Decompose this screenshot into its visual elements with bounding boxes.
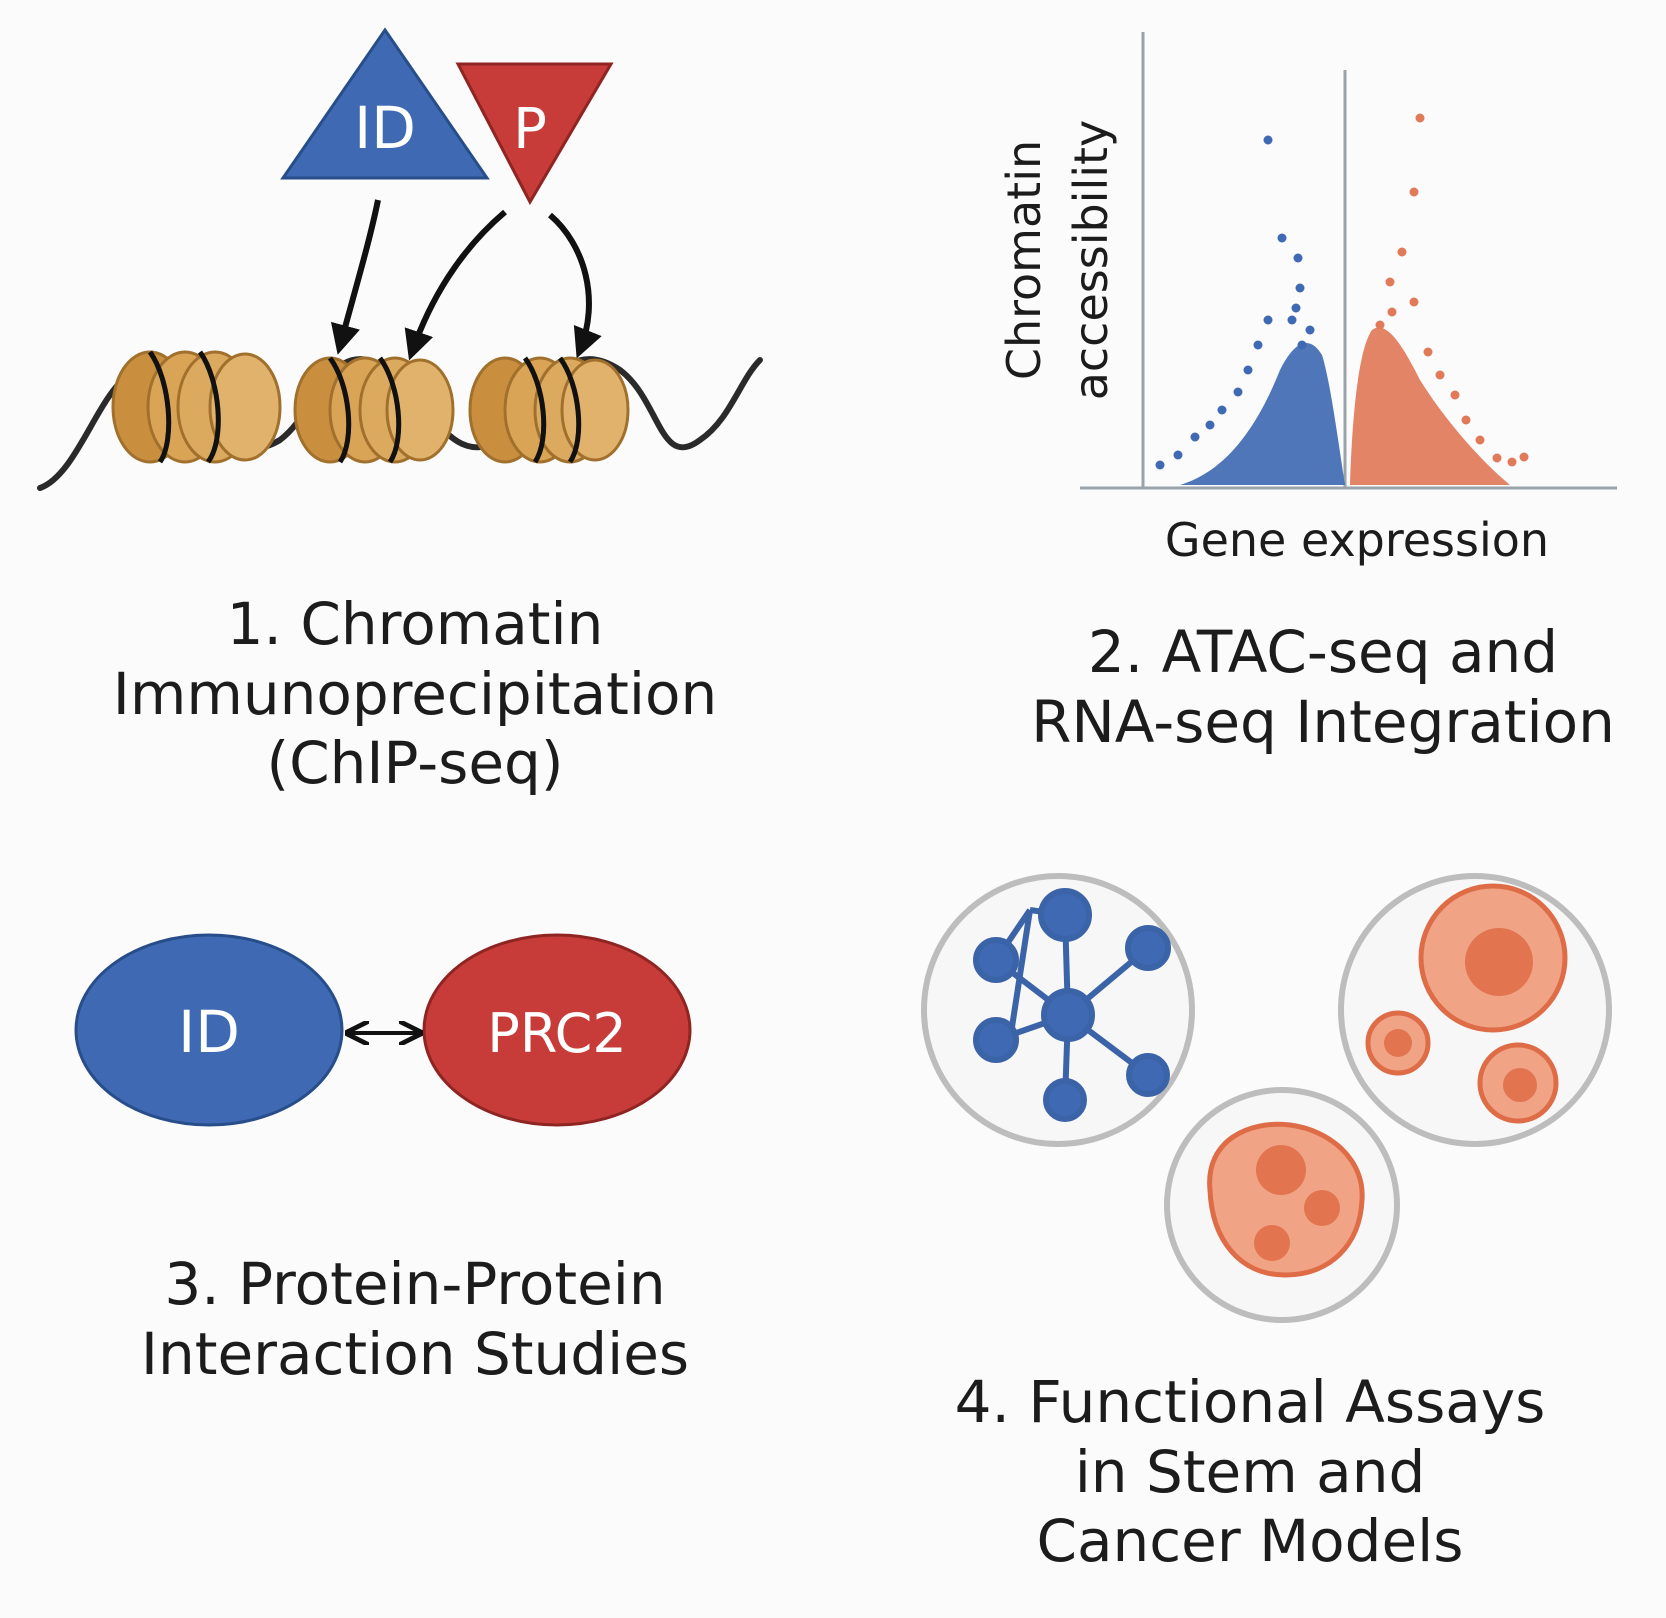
p-triangle-label: P [513,97,547,162]
scatter-point [1507,457,1517,467]
scatter-point [1263,315,1273,325]
scatter-plot: Chromatin accessibility Gene expression [997,32,1617,567]
scatter-point [1297,340,1307,350]
blue-scatter-points [1155,135,1315,470]
nucleosome-1 [111,350,282,464]
scatter-point [1423,347,1433,357]
scatter-point [1305,325,1315,335]
scatter-point [1295,283,1305,293]
id-triangle [280,27,490,180]
scatter-point [1277,233,1287,243]
scatter-point [1492,453,1502,463]
chip-seq-illustration: ID P [37,27,763,491]
scatter-point [1291,303,1301,313]
caption-line: 4. Functional Assays [954,1368,1546,1436]
scatter-point [1409,297,1419,307]
caption-line: Cancer Models [1036,1507,1464,1576]
blue-point-cloud [1180,343,1345,485]
prc2-protein-label: PRC2 [487,1002,626,1065]
scatter-point [1461,415,1471,425]
scatter-point [1409,187,1419,197]
chip-seq-caption: 1. Chromatin Immunoprecipitation (ChIP-s… [20,590,810,799]
arrow-p-to-nucleosome-3 [548,212,602,359]
scatter-point [1287,315,1297,325]
scatter-point [1450,390,1460,400]
caption-line: RNA-seq Integration [1031,687,1615,756]
id-triangle-label: ID [354,94,416,162]
scatter-point [1293,253,1303,263]
functional-assays-caption: 4. Functional Assays in Stem and Cancer … [920,1368,1580,1577]
scatter-point [1263,135,1273,145]
functional-assay-illustration [921,873,1612,1323]
stem-cell-network [973,888,1171,1122]
scatter-point [1173,450,1183,460]
caption-line: 1. Chromatin [226,590,604,658]
arrow-p-to-nucleosome-2 [404,209,507,361]
scatter-point [1415,113,1425,123]
caption-line: (ChIP-seq) [266,729,564,798]
caption-line: Immunoprecipitation [112,659,718,728]
scatter-point [1387,307,1397,317]
ppi-illustration: ID PRC2 [74,933,692,1127]
scatter-point [1385,277,1395,287]
scatter-point [1205,420,1215,430]
scatter-point [1155,460,1165,470]
caption-line: Interaction Studies [140,1319,690,1388]
ppi-caption: 3. Protein-Protein Interaction Studies [20,1250,810,1389]
tumor-organoid [1207,1121,1365,1278]
scatter-point [1519,452,1529,462]
x-axis-label: Gene expression [1165,513,1549,567]
id-protein-label: ID [178,998,240,1066]
arrow-id-to-nucleosome [330,199,381,355]
caption-line: in Stem and [1074,1437,1426,1506]
caption-line: 3. Protein-Protein [164,1250,666,1318]
scatter-point [1190,432,1200,442]
atac-rna-caption: 2. ATAC-seq and RNA-seq Integration [980,618,1666,757]
y-axis-label-line-1: Chromatin [997,140,1051,380]
nucleosome-3 [468,356,630,464]
orange-point-cloud [1350,327,1510,485]
y-axis-label-line-2: accessibility [1064,120,1118,401]
scatter-point [1435,370,1445,380]
scatter-point [1475,435,1485,445]
cancer-cells [1365,883,1568,1124]
scatter-point [1217,405,1227,415]
caption-line: 2. ATAC-seq and [1087,618,1559,686]
scatter-point [1233,387,1243,397]
nucleosome-2 [293,356,455,464]
prc2-protein-oval [422,933,692,1127]
scatter-point [1375,320,1385,330]
orange-scatter-points [1375,113,1529,467]
p-triangle [455,62,614,206]
scatter-point [1253,340,1263,350]
scatter-point [1397,247,1407,257]
id-protein-oval [74,933,344,1127]
scatter-point [1243,365,1253,375]
